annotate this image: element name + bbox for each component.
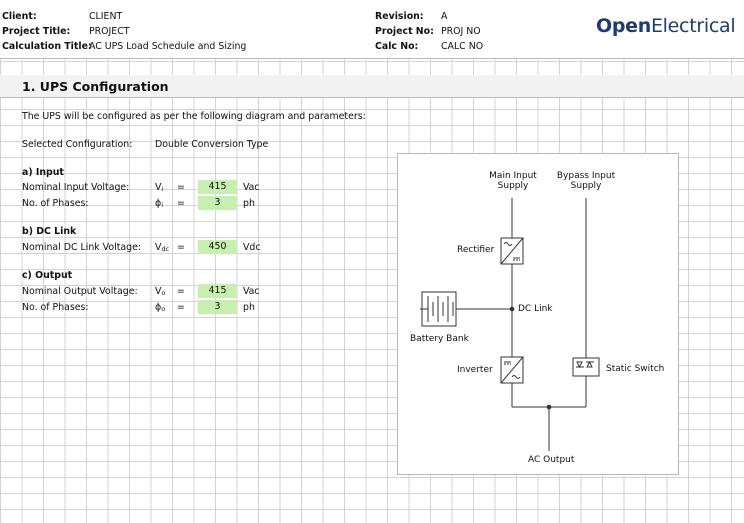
dclink-voltage-symbol: Vdc — [155, 242, 170, 253]
rectifier-label: Rectifier — [457, 245, 495, 255]
project-no-value[interactable]: PROJ NO — [441, 26, 481, 37]
project-title-value[interactable]: PROJECT — [89, 26, 130, 37]
input-voltage-unit: Vac — [243, 182, 260, 193]
input-voltage-symbol: Vi — [155, 182, 164, 193]
client-label: Client: — [2, 11, 37, 22]
inverter-ac-wave — [511, 375, 521, 379]
revision-label: Revision: — [375, 11, 424, 22]
dclink-voltage-equals: = — [177, 242, 185, 253]
output-phases-symbol: ϕo — [155, 302, 166, 313]
rectifier-diagonal — [500, 237, 524, 265]
document-header — [0, 0, 744, 59]
calc-no-label: Calc No: — [375, 41, 419, 52]
selected-config-label: Selected Configuration: — [22, 139, 133, 150]
input-phases-field[interactable]: 3 — [198, 196, 237, 210]
dc-link-label: DC Link — [518, 304, 553, 314]
output-voltage-equals: = — [177, 286, 185, 297]
output-voltage-unit: Vac — [243, 286, 260, 297]
rectifier-ac-wave — [503, 242, 513, 246]
output-phases-field[interactable]: 3 — [198, 300, 237, 314]
output-voltage-label: Nominal Output Voltage: — [22, 286, 138, 297]
calc-title-label: Calculation Title: — [2, 41, 92, 52]
input-phases-symbol: ϕi — [155, 198, 163, 209]
input-voltage-field[interactable]: 415 — [198, 180, 237, 194]
static-switch-label: Static Switch — [606, 364, 665, 374]
input-voltage-label: Nominal Input Voltage: — [22, 182, 130, 193]
dclink-node — [509, 306, 515, 312]
input-phases-equals: = — [177, 198, 185, 209]
output-heading: c) Output — [22, 270, 73, 281]
output-voltage-symbol: Vo — [155, 286, 166, 297]
output-phases-unit: ph — [243, 302, 255, 313]
output-node — [546, 404, 552, 410]
dclink-voltage-field[interactable]: 450 — [198, 240, 237, 254]
input-phases-label: No. of Phases: — [22, 198, 89, 209]
output-voltage-field[interactable]: 415 — [198, 284, 237, 298]
input-heading: a) Input — [22, 167, 64, 178]
inverter-diagonal — [500, 356, 524, 384]
dclink-heading: b) DC Link — [22, 226, 77, 237]
ac-output-label: AC Output — [528, 455, 575, 465]
battery-bank-label: Battery Bank — [410, 334, 469, 344]
intro-text: The UPS will be configured as per the fo… — [22, 111, 366, 122]
ups-diagram-svg — [420, 198, 600, 451]
static-switch-thyristors — [576, 360, 593, 369]
selected-config-value[interactable]: Double Conversion Type — [155, 139, 269, 150]
project-title-label: Project Title: — [2, 26, 71, 37]
logo-electrical-text: Electrical — [650, 15, 736, 37]
output-phases-equals: = — [177, 302, 185, 313]
dclink-voltage-label: Nominal DC Link Voltage: — [22, 242, 142, 253]
input-phases-unit: ph — [243, 198, 255, 209]
project-no-label: Project No: — [375, 26, 434, 37]
dclink-voltage-unit: Vdc — [243, 242, 261, 253]
section-title: 1. UPS Configuration — [22, 79, 169, 94]
output-phases-label: No. of Phases: — [22, 302, 89, 313]
battery-outline — [421, 291, 457, 327]
calc-no-value[interactable]: CALC NO — [441, 41, 484, 52]
open-electrical-logo: OpenElectrical — [596, 15, 736, 37]
section-band — [0, 75, 744, 98]
client-value[interactable]: CLIENT — [89, 11, 123, 22]
inverter-label: Inverter — [457, 365, 493, 375]
logo-open-text: Open — [596, 15, 651, 37]
calc-title-value[interactable]: AC UPS Load Schedule and Sizing — [89, 41, 247, 52]
input-voltage-equals: = — [177, 182, 185, 193]
revision-value[interactable]: A — [441, 11, 448, 22]
